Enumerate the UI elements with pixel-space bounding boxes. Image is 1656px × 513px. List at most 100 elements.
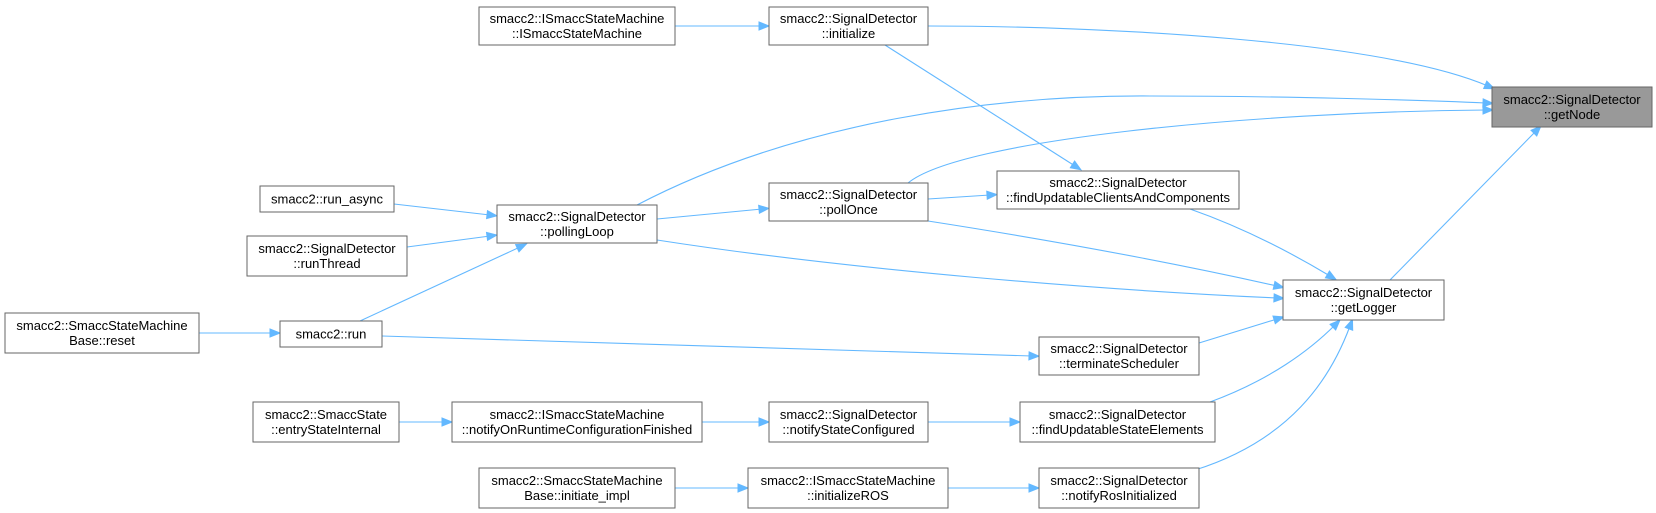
node-label-line: smacc2::SignalDetector [1295, 285, 1433, 300]
node-label-line: ::notifyRosInitialized [1061, 488, 1177, 503]
node-label-line: ::getNode [1544, 107, 1600, 122]
edge-run-to-pollingLoop [359, 243, 528, 322]
node-box [1019, 401, 1216, 443]
edge-line [406, 235, 491, 248]
node-pollingLoop[interactable]: smacc2::SignalDetector::pollingLoop [496, 204, 658, 244]
node-box [4, 312, 200, 354]
node-label-line: ::initializeROS [807, 488, 889, 503]
node-label-line: smacc2::ISmaccStateMachine [490, 11, 665, 26]
edge-ISmaccSM_ctor-to-initialize [675, 21, 771, 31]
node-box [1038, 467, 1200, 509]
edge-line [927, 25, 1489, 87]
edge-pollOnce-to-getLogger [927, 220, 1286, 290]
nodes-layer: smacc2::SignalDetector::getNodesmacc2::S… [4, 6, 1653, 509]
node-getNode[interactable]: smacc2::SignalDetector::getNode [1491, 86, 1653, 128]
edge-findUpdatableState-to-getLogger [1209, 319, 1341, 403]
node-label-line: ::getLogger [1331, 300, 1397, 315]
node-box [996, 170, 1240, 210]
node-findUpdatableState[interactable]: smacc2::SignalDetector::findUpdatableSta… [1019, 401, 1216, 443]
node-initializeROS[interactable]: smacc2::ISmaccStateMachine::initializeRO… [747, 467, 949, 509]
node-ISmaccSM_ctor[interactable]: smacc2::ISmaccStateMachine::ISmaccStateM… [478, 6, 676, 46]
edge-arrowhead [758, 21, 771, 31]
edge-arrowhead [269, 328, 282, 338]
node-label-line: smacc2::SignalDetector [1049, 175, 1187, 190]
node-run[interactable]: smacc2::run [279, 320, 383, 348]
edge-line [656, 208, 763, 220]
node-pollOnce[interactable]: smacc2::SignalDetector::pollOnce [768, 182, 929, 222]
edge-notifyOnRuntime-to-notifyStateConfigured [702, 417, 771, 427]
edge-arrowhead [1028, 483, 1041, 493]
node-runThread[interactable]: smacc2::SignalDetector::runThread [246, 235, 408, 277]
node-label-line: smacc2::SignalDetector [780, 11, 918, 26]
node-notifyOnRuntime[interactable]: smacc2::ISmaccStateMachine::notifyOnRunt… [451, 401, 703, 443]
node-label-line: smacc2::SignalDetector [1503, 92, 1641, 107]
node-box [747, 467, 949, 509]
node-entryStateInternal[interactable]: smacc2::SmaccState::entryStateInternal [252, 401, 400, 443]
edge-line [1389, 130, 1537, 281]
node-box [768, 182, 929, 222]
node-box [768, 6, 929, 46]
node-notifyStateConfigured[interactable]: smacc2::SignalDetector::notifyStateConfi… [768, 401, 929, 443]
node-box [252, 401, 400, 443]
edge-line [927, 220, 1278, 287]
edge-arrowhead [986, 190, 999, 200]
node-initiate_impl[interactable]: smacc2::SmaccStateMachineBase::initiate_… [478, 467, 676, 509]
edge-line [381, 335, 1033, 357]
node-label-line: smacc2::run_async [271, 192, 383, 207]
edge-arrowhead [1273, 293, 1286, 303]
node-box [246, 235, 408, 277]
node-box [279, 320, 383, 348]
node-box [451, 401, 703, 443]
node-getLogger[interactable]: smacc2::SignalDetector::getLogger [1282, 279, 1445, 321]
node-label-line: smacc2::run [296, 327, 367, 342]
edge-arrowhead [1009, 417, 1022, 427]
edge-run_async-to-pollingLoop [393, 203, 499, 220]
edge-arrowhead [737, 483, 750, 493]
edge-arrowhead [441, 417, 454, 427]
edge-arrowhead [1272, 315, 1285, 325]
node-label-line: smacc2::SignalDetector [1050, 473, 1188, 488]
node-label-line: smacc2::SignalDetector [1049, 407, 1187, 422]
node-label-line: smacc2::SignalDetector [1050, 341, 1188, 356]
node-box [478, 6, 676, 46]
edge-line [656, 239, 1278, 299]
node-label-line: ::runThread [293, 256, 360, 271]
node-initialize[interactable]: smacc2::SignalDetector::initialize [768, 6, 929, 46]
node-label-line: smacc2::SmaccStateMachine [16, 318, 187, 333]
edge-initialize-to-getNode [927, 25, 1496, 90]
edge-arrowhead [758, 417, 771, 427]
edge-line [636, 95, 1487, 206]
edge-line [393, 203, 491, 216]
edge-initializeROS-to-notifyRosInitialized [948, 483, 1041, 493]
node-label-line: ::pollingLoop [540, 224, 614, 239]
node-notifyRosInitialized[interactable]: smacc2::SignalDetector::notifyRosInitial… [1038, 467, 1200, 509]
edge-pollingLoop-to-getNode [636, 95, 1495, 206]
node-box [768, 401, 929, 443]
edge-line [1198, 318, 1278, 344]
edge-pollOnce-to-findUpdatableClients [927, 190, 999, 200]
node-label-line: ::findUpdatableStateElements [1032, 422, 1204, 437]
edge-terminateScheduler-to-getLogger [1198, 315, 1285, 344]
node-run_async[interactable]: smacc2::run_async [259, 185, 395, 213]
node-findUpdatableClients[interactable]: smacc2::SignalDetector::findUpdatableCli… [996, 170, 1240, 210]
edge-pollOnce-to-getNode [907, 105, 1495, 184]
node-label-line: smacc2::ISmaccStateMachine [761, 473, 936, 488]
node-label-line: ::terminateScheduler [1059, 356, 1180, 371]
node-label-line: ::pollOnce [819, 202, 878, 217]
node-label-line: ::findUpdatableClientsAndComponents [1006, 190, 1231, 205]
node-terminateScheduler[interactable]: smacc2::SignalDetector::terminateSchedul… [1038, 336, 1200, 376]
edge-runThread-to-pollingLoop [406, 231, 499, 248]
edge-pollingLoop-to-getLogger [656, 239, 1286, 303]
edge-run-to-terminateScheduler [381, 335, 1041, 361]
edge-pollingLoop-to-pollOnce [656, 204, 771, 220]
edge-arrowhead [1530, 125, 1542, 137]
edge-arrowhead [1272, 280, 1286, 290]
edge-line [907, 109, 1487, 184]
edge-arrowhead [1344, 318, 1354, 331]
edge-arrowhead [1482, 98, 1495, 108]
edge-line [1189, 208, 1331, 277]
node-label-line: smacc2::SignalDetector [258, 241, 396, 256]
edge-arrowhead [758, 204, 771, 215]
